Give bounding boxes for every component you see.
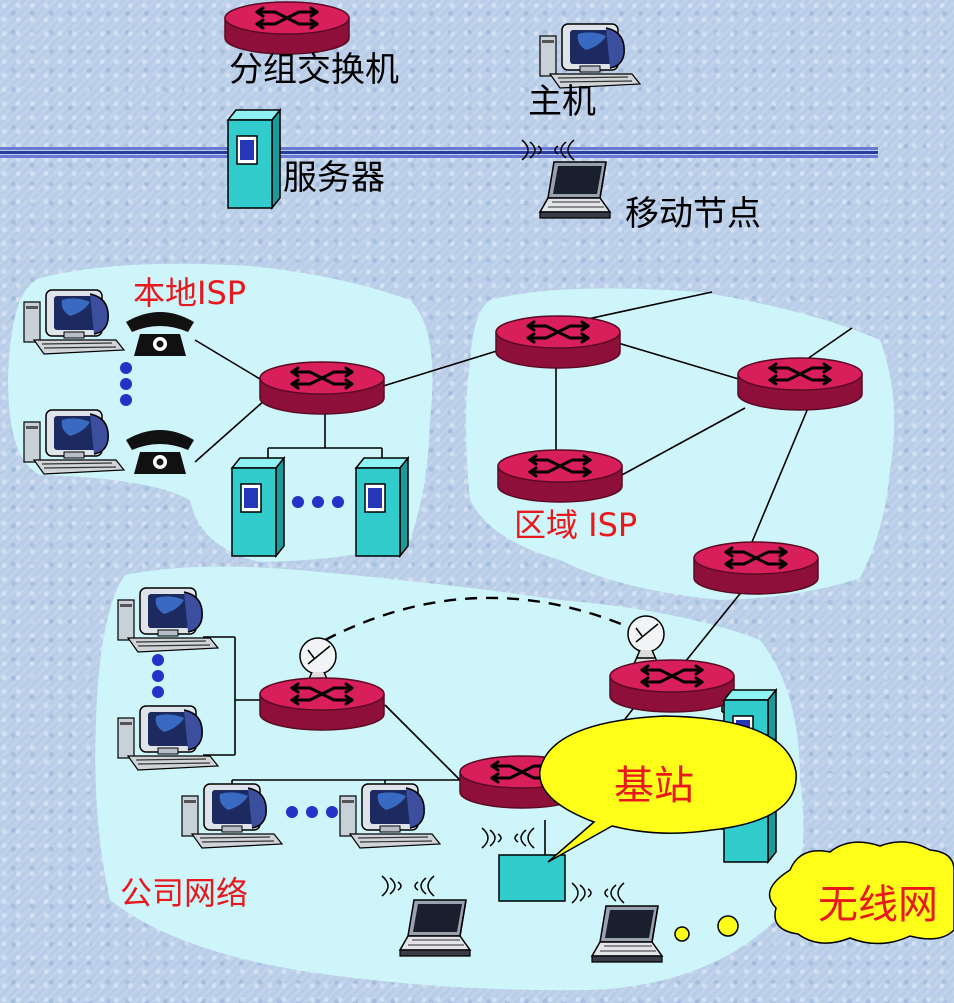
local-host-ellipsis xyxy=(120,362,132,406)
wireless-thought-bubble xyxy=(674,841,954,945)
legend-host-label: 主机 xyxy=(528,82,596,122)
legend-mobile-laptop-icon xyxy=(539,161,611,219)
local-server-2-icon xyxy=(355,457,409,557)
local-isp-label: 本地ISP xyxy=(133,274,247,312)
legend-packet-switch-label: 分组交换机 xyxy=(229,50,399,90)
legend-server-icon xyxy=(227,109,281,209)
regional-router-1 xyxy=(494,314,622,370)
local-server-1-icon xyxy=(231,457,285,557)
company-router-1 xyxy=(258,676,386,732)
satellite-link xyxy=(324,596,641,642)
base-station-label: 基站 xyxy=(614,763,694,809)
wireless-network-label: 无线网 xyxy=(818,882,938,928)
base-station-icon xyxy=(498,854,566,902)
regional-router-3 xyxy=(496,448,624,504)
company-router-2 xyxy=(608,658,736,714)
regional-router-4 xyxy=(692,540,820,596)
company-network-label: 公司网络 xyxy=(120,874,249,912)
regional-router-2 xyxy=(736,356,864,412)
regional-isp-label: 区域 ISP xyxy=(514,506,638,544)
legend-divider xyxy=(0,147,878,158)
local-isp-cloud xyxy=(8,263,433,562)
legend-mobile-label: 移动节点 xyxy=(625,194,761,234)
legend-server-label: 服务器 xyxy=(283,158,385,198)
local-isp-router xyxy=(258,360,386,416)
company-host-row-ellipsis xyxy=(286,806,338,818)
company-host-ellipsis xyxy=(152,654,164,698)
local-server-ellipsis xyxy=(292,496,344,508)
base-station-callout xyxy=(539,715,797,863)
network-links xyxy=(194,291,853,858)
